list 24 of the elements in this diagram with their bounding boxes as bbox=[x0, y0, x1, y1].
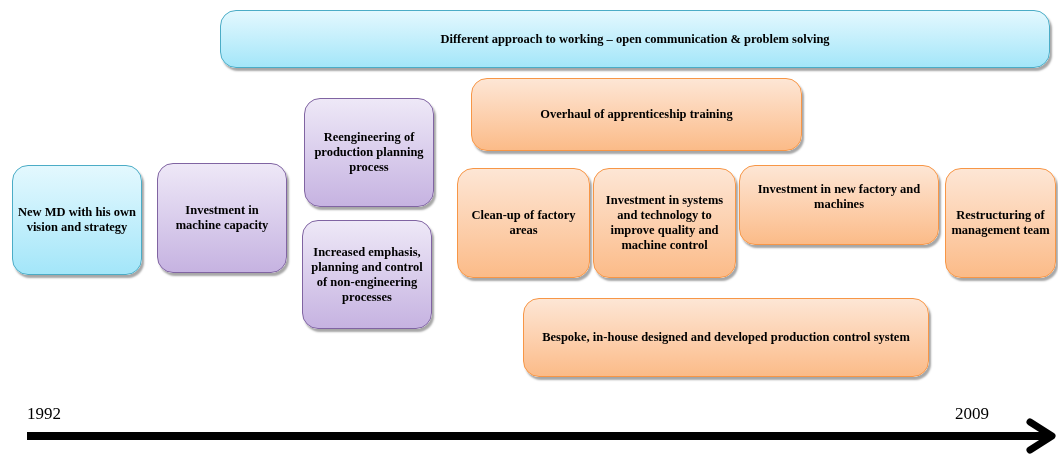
stage-text: Reengineering of production planning process bbox=[313, 130, 425, 175]
stage-box bbox=[304, 98, 434, 207]
stage-box bbox=[12, 165, 142, 275]
stage-text: Bespoke, in-house designed and developed production control system bbox=[542, 330, 910, 345]
stage-box bbox=[945, 168, 1056, 278]
stage-text: Clean-up of factory areas bbox=[470, 208, 577, 238]
stage-text: Investment in systems and technology to improve quality and machine control bbox=[604, 193, 725, 253]
stage-box bbox=[739, 165, 939, 245]
year-label: 1992 bbox=[27, 404, 61, 424]
stage-text: Investment in new factory and machines bbox=[756, 182, 922, 212]
stage-box bbox=[157, 163, 287, 273]
stage-box bbox=[593, 168, 736, 278]
stage-box bbox=[471, 78, 802, 151]
stage-text: Increased emphasis, planning and control of non-engineering processes bbox=[310, 244, 424, 305]
stage-box bbox=[302, 220, 432, 329]
stage-box bbox=[457, 168, 590, 278]
year-label: 2009 bbox=[955, 404, 989, 424]
stage-text: Overhaul of apprenticeship training bbox=[540, 107, 733, 122]
stage-box bbox=[523, 298, 929, 377]
stage-text: Restructuring of management team bbox=[950, 208, 1051, 238]
stage-box bbox=[220, 10, 1050, 68]
stage-text: New MD with his own vision and strategy bbox=[17, 205, 137, 235]
stage-text: Investment in machine capacity bbox=[174, 203, 270, 233]
stage-text: Different approach to working – open communication & problem solving bbox=[440, 31, 830, 47]
